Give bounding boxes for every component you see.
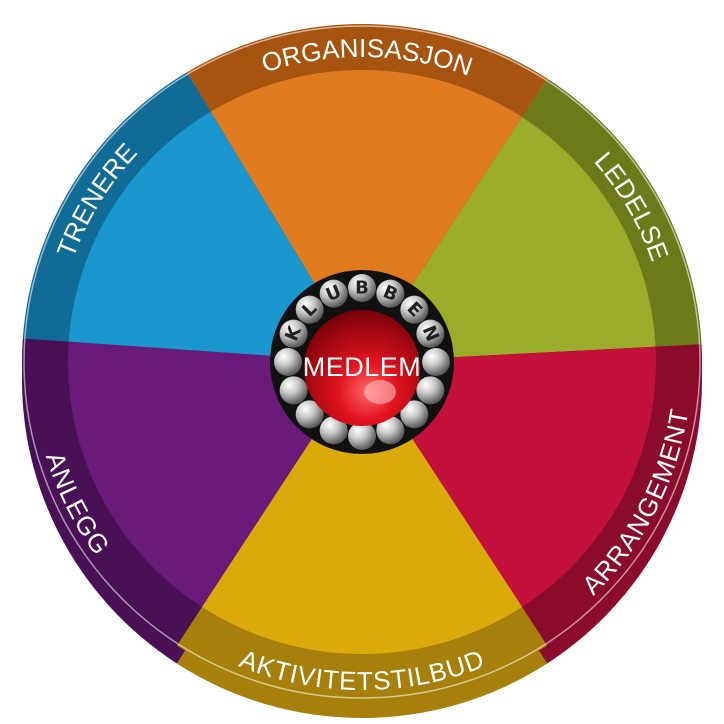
ring-ball [348, 422, 376, 450]
ring-ball [279, 376, 308, 405]
ring-letter: N [418, 323, 443, 345]
rim-highlight [23, 25, 701, 699]
ring-ball [416, 376, 445, 405]
ring-ball [319, 416, 348, 445]
ball-ring [274, 274, 450, 450]
ring-ball [319, 279, 348, 308]
ring-ball [274, 348, 302, 376]
ring-ball [279, 319, 308, 348]
segment-face-trenere [68, 111, 362, 362]
ring-ball [295, 295, 324, 324]
ring-ball [400, 400, 429, 429]
ring-letter: B [355, 278, 369, 299]
ring-ball [416, 319, 445, 348]
segment-face-aktivitetstilbud [201, 362, 523, 654]
ring-ball [376, 279, 405, 308]
segment-face-ledelse [362, 117, 656, 363]
center-label: MEDLEM [303, 352, 422, 382]
ring-ball [376, 416, 405, 445]
center-highlight [364, 380, 396, 404]
ring-ball [422, 348, 450, 376]
ring-ball [295, 400, 324, 429]
ring-ball [400, 295, 429, 324]
segment-face-organisasjon [210, 70, 523, 363]
ring-ball [348, 274, 376, 302]
